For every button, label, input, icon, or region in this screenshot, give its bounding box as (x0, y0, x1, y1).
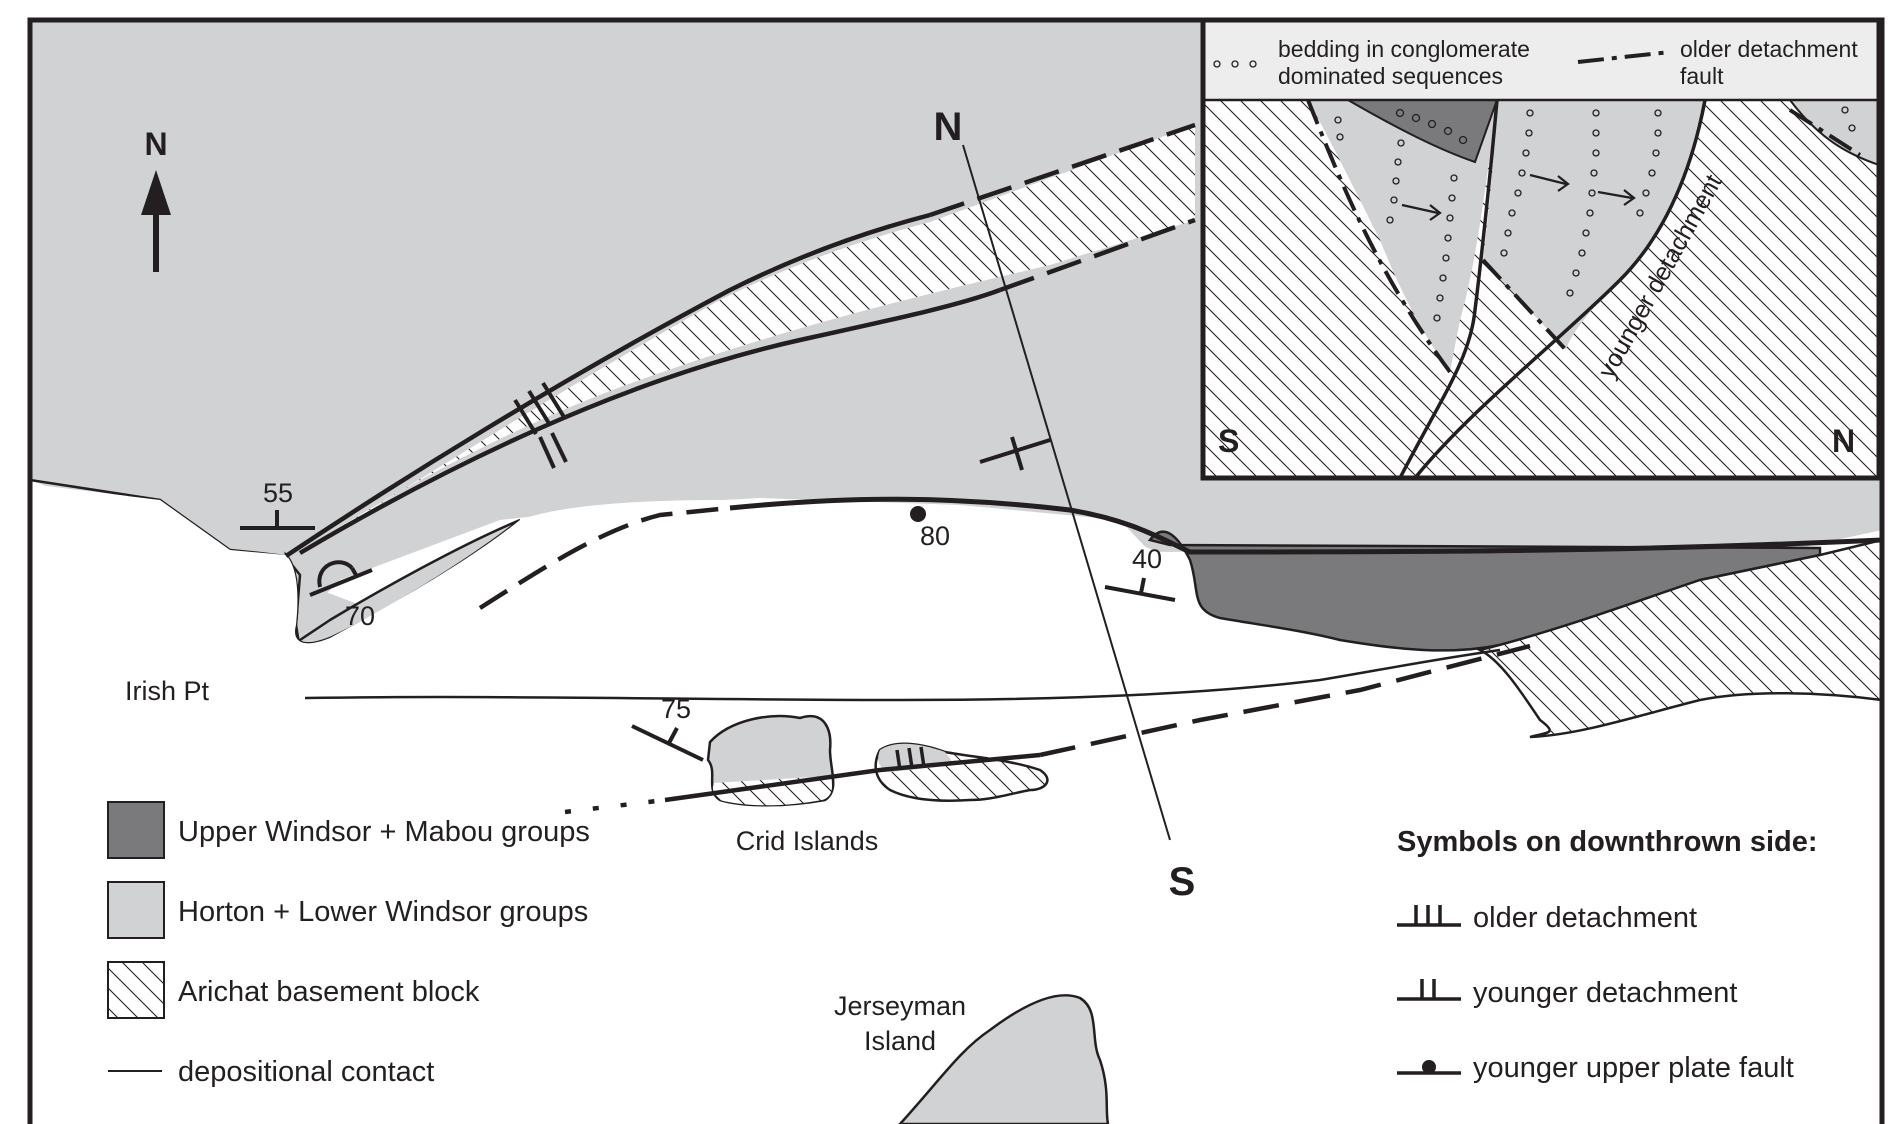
symbol-label-younger: younger detachment (1473, 977, 1737, 1009)
inset-legend-bedding-line2: dominated sequences (1278, 63, 1503, 89)
inset-frame (1200, 17, 1882, 481)
younger-detachment-symbol-icon (1397, 979, 1461, 1001)
inset-fault-solid-1 (1398, 100, 1499, 478)
depositional-contact-line (304, 648, 1501, 702)
crid-detachment-ticks (895, 746, 926, 771)
dip-label-75: 75 (661, 694, 691, 724)
inset-older-detachment-1 (1306, 100, 1452, 374)
older-detachment-north-dash (929, 122, 1196, 218)
dip-label-55: 55 (263, 478, 293, 508)
cross-section-line (962, 144, 1171, 841)
legend-label-contact: depositional contact (178, 1056, 434, 1088)
fold-axis-symbol (979, 436, 1051, 471)
inset-legend-bedding-line1: bedding in conglomerate (1278, 36, 1530, 62)
north-arrow (141, 170, 171, 272)
north-arrow-label: N (144, 126, 167, 162)
inset-south-label: S (1218, 423, 1239, 459)
older-detachment-symbol-icon (1397, 905, 1461, 927)
inset-legend-dots-icon (1213, 60, 1257, 68)
inset-header (1203, 20, 1879, 100)
inset-fault-solid-2 (1413, 100, 1707, 478)
legend-swatch-arichat (107, 961, 165, 1019)
inset-older-detachment-2 (1481, 258, 1568, 352)
younger-detachment-trace (298, 287, 1001, 555)
younger-detachment-dash (999, 217, 1196, 293)
arichat-east (1476, 538, 1882, 739)
inset-legend-older-line2: fault (1680, 63, 1724, 89)
legend-label-arichat: Arichat basement block (178, 976, 480, 1008)
strike-dip-40 (1104, 577, 1176, 602)
section-south-label: S (1169, 860, 1196, 904)
inset-section: bedding in conglomerate dominated sequen… (1200, 17, 1882, 481)
jerseyman-island (898, 994, 1110, 1124)
jerseyman-label-line2: Island (864, 1026, 936, 1056)
dip-label-40: 40 (1132, 544, 1162, 574)
inset-north-label: N (1832, 423, 1855, 459)
dip-label-70: 70 (345, 601, 375, 631)
crid-fault-solid (664, 752, 1041, 803)
inset-upper-windsor (1345, 100, 1499, 164)
inset-horton-basin (1308, 100, 1497, 372)
dip-label-80: 80 (920, 521, 950, 551)
older-detachment-ticks (513, 381, 566, 436)
upper-plate-fault-dash (478, 505, 731, 610)
crid-islands-label: Crid Islands (736, 826, 879, 856)
map-legend: Upper Windsor + Mabou groups Horton + Lo… (107, 801, 590, 1088)
inset-horton-basin-2 (1483, 100, 1705, 350)
overturned-bedding-70 (309, 560, 373, 597)
map-frame (27, 17, 1885, 1124)
irish-pt-label: Irish Pt (125, 676, 210, 706)
symbol-label-older: older detachment (1473, 902, 1697, 934)
upper-plate-fault-dot (910, 506, 926, 522)
section-north-label: N (934, 105, 963, 149)
inset-legend-older-line1: older detachment (1680, 36, 1858, 62)
north-arrow-icon (141, 170, 171, 215)
older-detachment-north-trace (284, 212, 931, 558)
symbol-label-upper-plate: younger upper plate fault (1473, 1052, 1794, 1084)
symbol-key: Symbols on downthrown side: older detach… (1397, 826, 1818, 1084)
symbol-key-title: Symbols on downthrown side: (1397, 826, 1818, 858)
legend-swatch-horton (107, 881, 165, 939)
inset-movement-arrows (1401, 173, 1636, 221)
arichat-sliver (300, 125, 1195, 553)
younger-detachment-ticks (538, 432, 568, 469)
inset-legend-older-icon (1577, 50, 1671, 64)
upper-plate-fault-trace (729, 496, 1882, 555)
strike-dip-55 (240, 510, 315, 530)
inset-bedding-dots (1334, 106, 1856, 322)
legend-swatch-upper (107, 801, 165, 859)
inset-older-detachment-3 (1788, 108, 1862, 157)
legend-label-upper: Upper Windsor + Mabou groups (178, 816, 590, 848)
upper-plate-fault-symbol-icon (1397, 1060, 1461, 1075)
strike-dip-75 (631, 724, 704, 762)
jerseyman-label-line1: Jerseyman (834, 991, 966, 1021)
legend-label-horton: Horton + Lower Windsor groups (178, 896, 588, 928)
crid-fault-dash (1039, 643, 1531, 758)
crid-island-west-hatch (712, 776, 833, 806)
